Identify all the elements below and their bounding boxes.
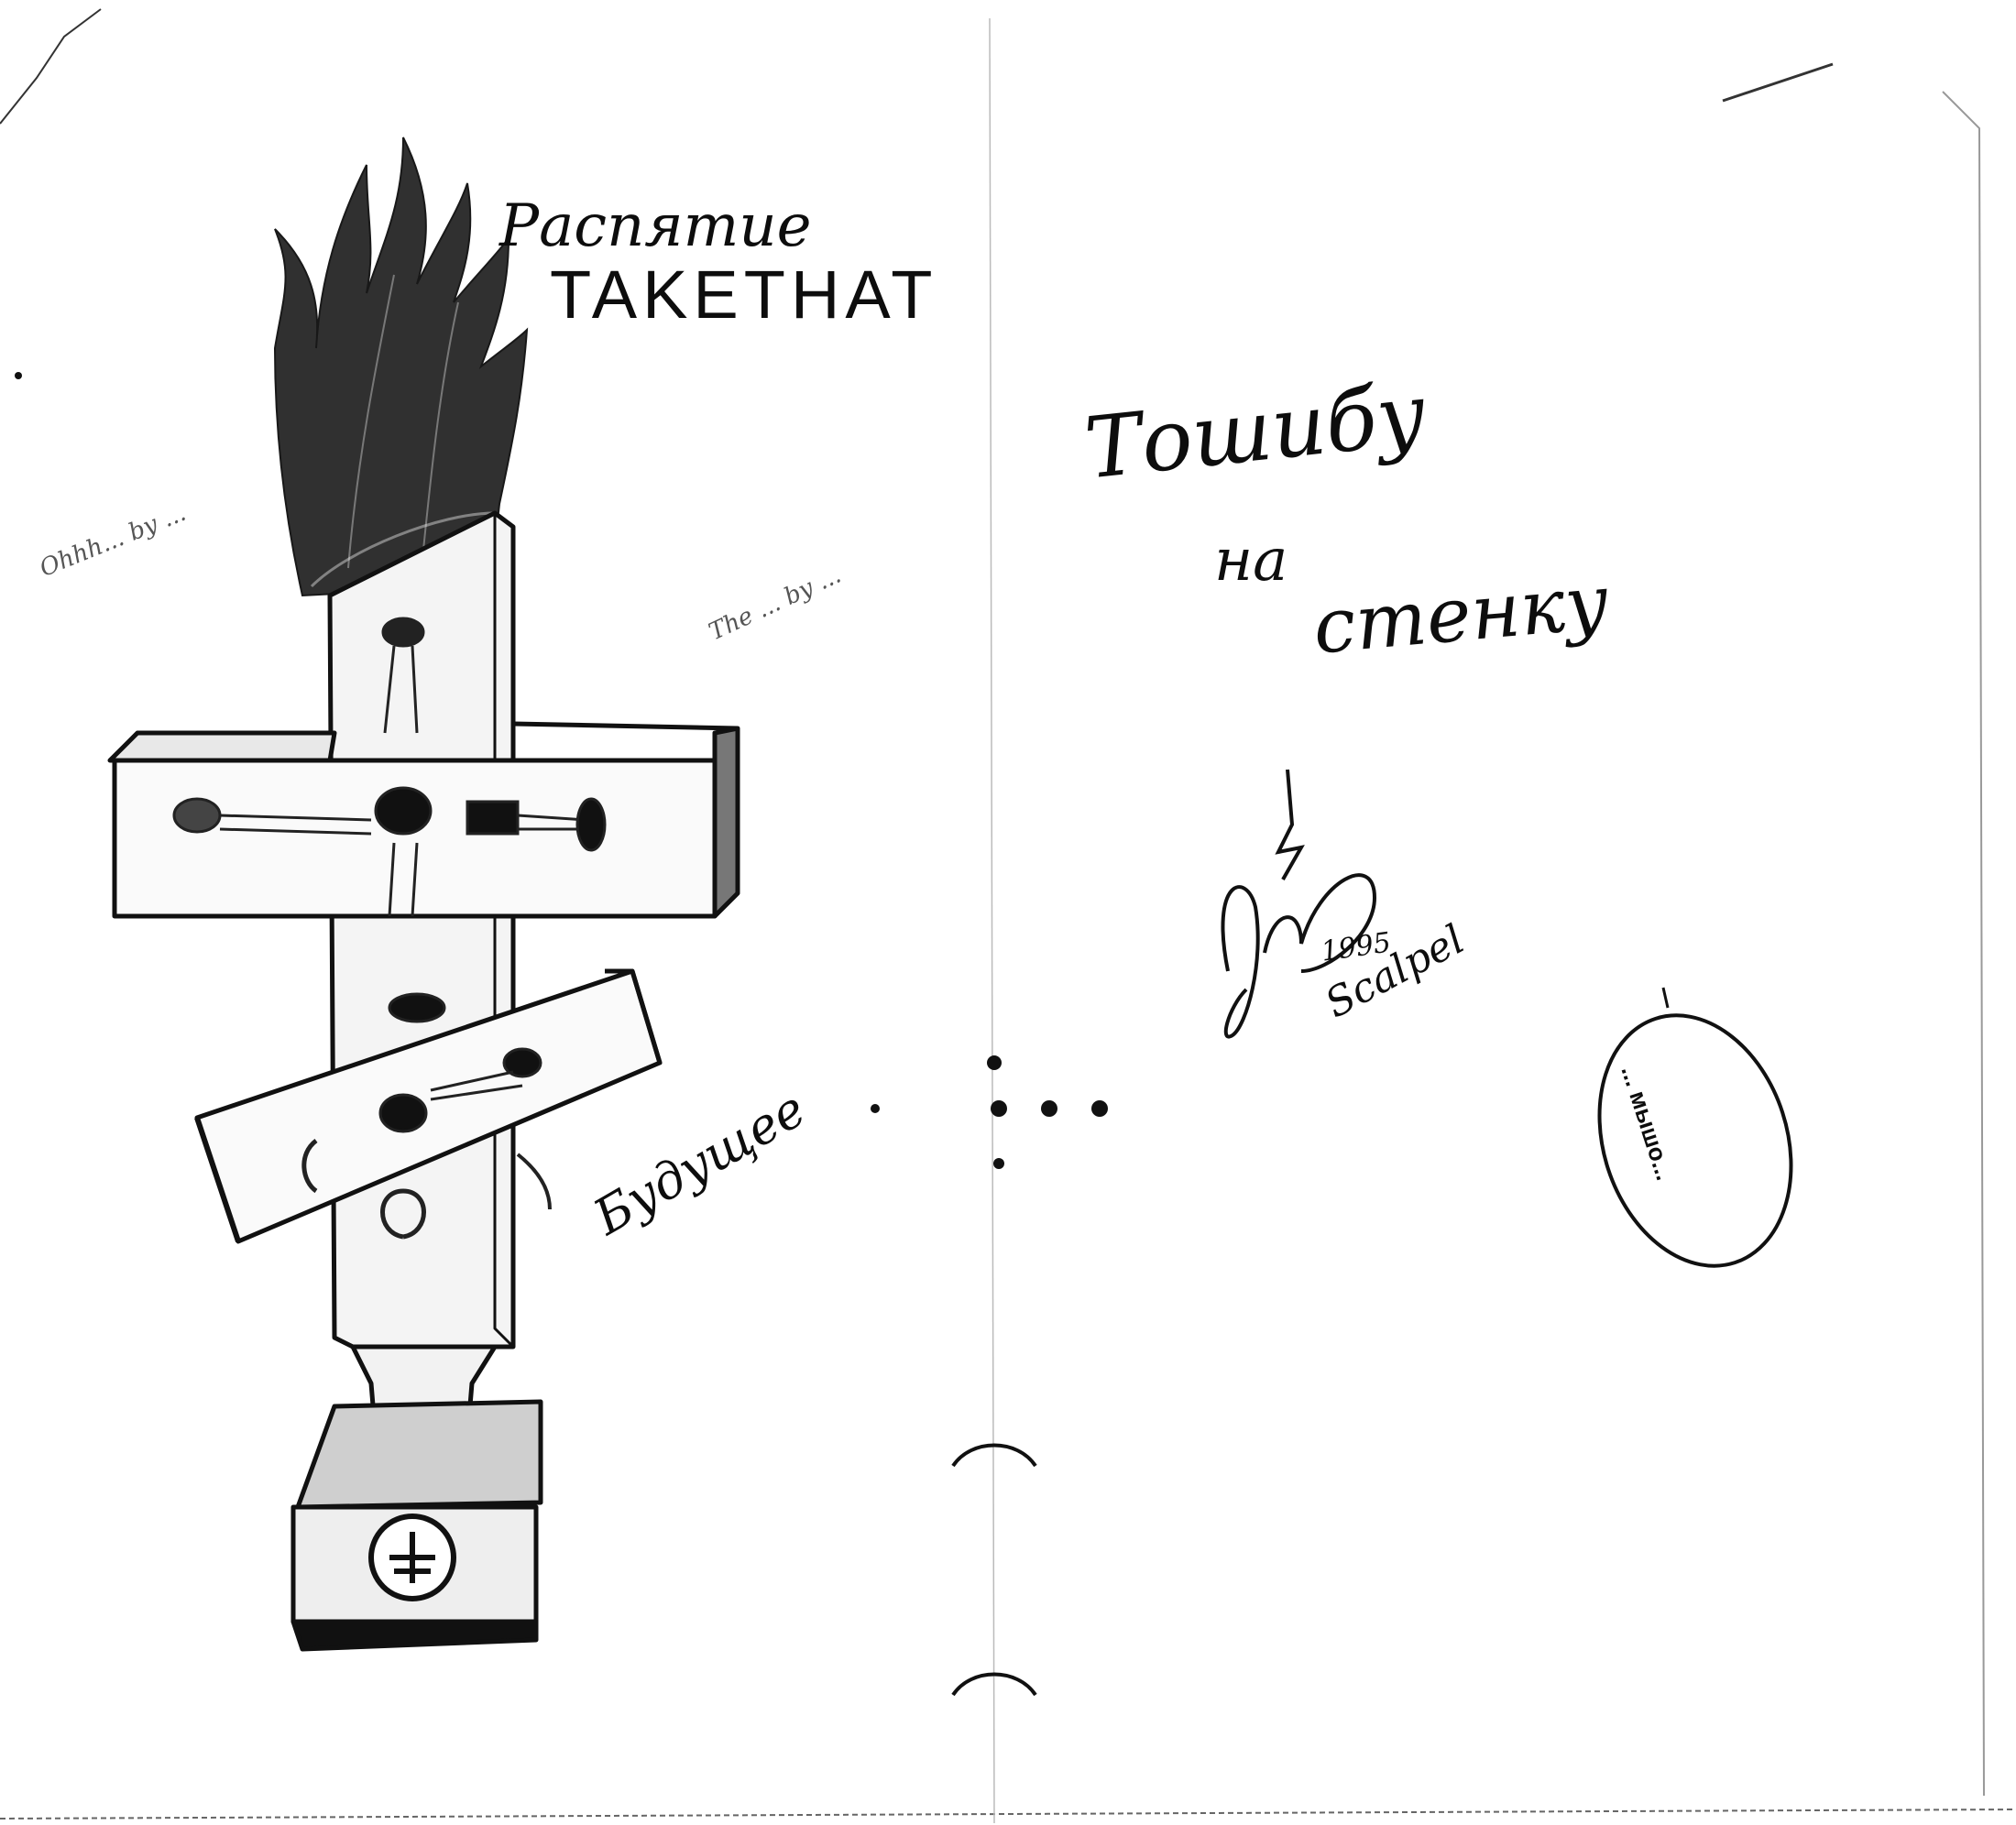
fold-marks [951, 1443, 1037, 1697]
cross-figures [172, 617, 607, 1240]
flames-illustration [273, 137, 529, 597]
paper-edges [0, 8, 2016, 1824]
egg-shape [1597, 987, 1793, 1268]
signature-mark [1221, 769, 1377, 1039]
caption-band-name: TAKETHAT [550, 257, 938, 333]
caption-crucifixion: Распятие [499, 192, 812, 260]
wall-text-line2: на [1214, 527, 1288, 595]
ellipsis-dots [15, 372, 1108, 1169]
cross-illustration [107, 510, 740, 1652]
